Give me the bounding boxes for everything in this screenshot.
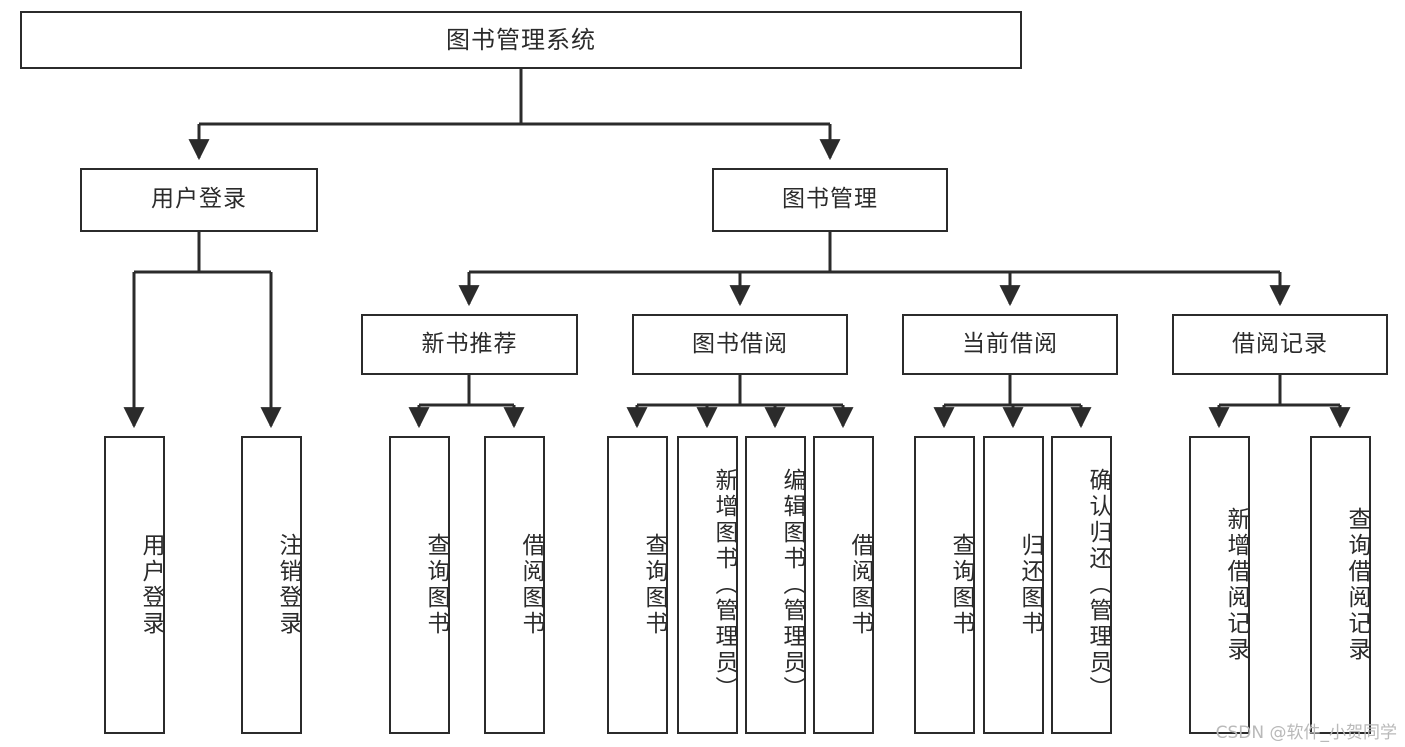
node-leaf-add-borrow-record-label: 新增借阅记录 <box>1223 507 1249 663</box>
node-current-borrow[interactable]: 当前借阅 <box>902 314 1118 375</box>
node-leaf-confirm-return-admin-label: 确认归还（管理员） <box>1085 468 1111 702</box>
node-book-borrow[interactable]: 图书借阅 <box>632 314 848 375</box>
node-leaf-logout[interactable]: 注销登录 <box>241 436 302 734</box>
node-leaf-borrow-book-label: 借阅图书 <box>847 533 873 637</box>
node-leaf-query-book-recommend-label: 查询图书 <box>423 533 449 637</box>
node-leaf-query-book-borrow-label: 查询图书 <box>641 533 667 637</box>
node-leaf-add-borrow-record[interactable]: 新增借阅记录 <box>1189 436 1250 734</box>
node-leaf-query-book-current[interactable]: 查询图书 <box>914 436 975 734</box>
csdn-watermark: CSDN @软件_小贺同学 <box>1215 723 1397 743</box>
node-root-label: 图书管理系统 <box>446 25 596 54</box>
node-leaf-borrow-book-recommend-label: 借阅图书 <box>518 533 544 637</box>
node-leaf-query-book-current-label: 查询图书 <box>948 533 974 637</box>
node-book-management[interactable]: 图书管理 <box>712 168 948 232</box>
node-root[interactable]: 图书管理系统 <box>20 11 1022 69</box>
node-new-book-recommend-label: 新书推荐 <box>421 330 518 357</box>
node-new-book-recommend[interactable]: 新书推荐 <box>361 314 578 375</box>
node-leaf-query-borrow-record[interactable]: 查询借阅记录 <box>1310 436 1371 734</box>
node-borrow-record-label: 借阅记录 <box>1232 330 1328 357</box>
node-leaf-logout-label: 注销登录 <box>275 533 301 637</box>
node-leaf-add-book-admin-label: 新增图书（管理员） <box>711 468 737 702</box>
node-leaf-query-book-recommend[interactable]: 查询图书 <box>389 436 450 734</box>
node-leaf-user-login[interactable]: 用户登录 <box>104 436 165 734</box>
node-book-management-label: 图书管理 <box>782 186 878 213</box>
node-leaf-query-book-borrow[interactable]: 查询图书 <box>607 436 668 734</box>
node-leaf-confirm-return-admin[interactable]: 确认归还（管理员） <box>1051 436 1112 734</box>
node-leaf-borrow-book-recommend[interactable]: 借阅图书 <box>484 436 545 734</box>
node-borrow-record[interactable]: 借阅记录 <box>1172 314 1388 375</box>
node-leaf-add-book-admin[interactable]: 新增图书（管理员） <box>677 436 738 734</box>
node-leaf-user-login-label: 用户登录 <box>138 533 164 637</box>
node-leaf-return-book[interactable]: 归还图书 <box>983 436 1044 734</box>
node-user-login[interactable]: 用户登录 <box>80 168 318 232</box>
node-leaf-edit-book-admin-label: 编辑图书（管理员） <box>779 468 805 702</box>
node-leaf-return-book-label: 归还图书 <box>1017 533 1043 637</box>
node-leaf-borrow-book[interactable]: 借阅图书 <box>813 436 874 734</box>
node-current-borrow-label: 当前借阅 <box>962 330 1058 357</box>
node-leaf-edit-book-admin[interactable]: 编辑图书（管理员） <box>745 436 806 734</box>
node-leaf-query-borrow-record-label: 查询借阅记录 <box>1344 507 1370 663</box>
node-book-borrow-label: 图书借阅 <box>692 330 788 357</box>
node-user-login-label: 用户登录 <box>151 186 247 213</box>
